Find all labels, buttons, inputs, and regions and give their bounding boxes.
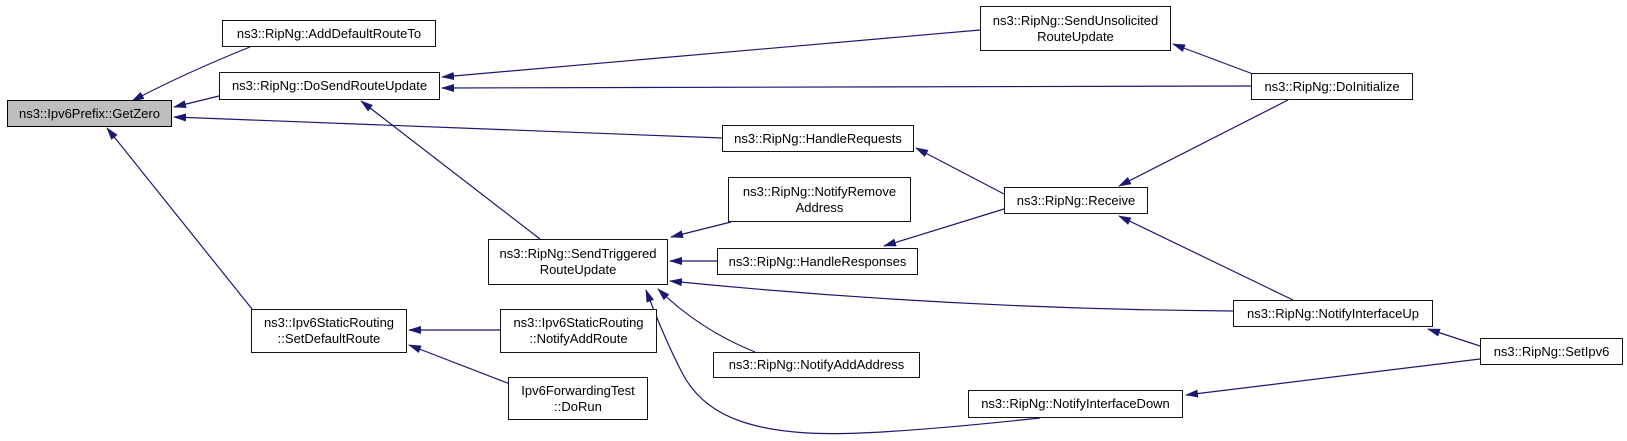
graph-node-dorun[interactable]: Ipv6ForwardingTest ::DoRun [508,377,648,420]
graph-node-receive[interactable]: ns3::RipNg::Receive [1004,187,1148,214]
graph-node-notifydown[interactable]: ns3::RipNg::NotifyInterfaceDown [968,390,1183,418]
edge-notifyremove-to-sendtrig [670,221,732,238]
edge-dosend-to-getzero [173,95,220,109]
graph-node-notifyaddroute[interactable]: ns3::Ipv6StaticRouting ::NotifyAddRoute [500,309,657,353]
edge-sendtrig-to-dosend [360,100,541,240]
edge-dorun-to-setdefault [408,344,511,385]
graph-node-setipv6[interactable]: ns3::RipNg::SetIpv6 [1480,338,1623,365]
edge-setipv6-to-notifyup [1427,328,1481,347]
edge-notifyaddaddr-to-sendtrig [657,288,756,353]
graph-node-handlereq[interactable]: ns3::RipNg::HandleRequests [722,125,914,152]
graph-node-notifyremove[interactable]: ns3::RipNg::NotifyRemove Address [728,177,911,222]
edge-receive-to-handlereq [915,147,1005,195]
graph-node-dosend[interactable]: ns3::RipNg::DoSendRouteUpdate [219,72,440,100]
edge-receive-to-handleresp [883,208,1005,247]
graph-node-handleresp[interactable]: ns3::RipNg::HandleResponses [717,248,918,275]
graph-node-setdefault[interactable]: ns3::Ipv6StaticRouting ::SetDefaultRoute [251,309,407,353]
graph-node-sendunsol[interactable]: ns3::RipNg::SendUnsolicited RouteUpdate [980,6,1171,51]
graph-node-sendtrig[interactable]: ns3::RipNg::SendTriggered RouteUpdate [488,239,668,285]
graph-node-notifyup[interactable]: ns3::RipNg::NotifyInterfaceUp [1233,300,1433,327]
edge-adddefault-to-getzero [131,46,251,102]
edge-doinit-to-receive [1118,99,1289,187]
edge-notifyup-to-receive [1118,215,1294,301]
edge-setipv6-to-notifydown [1185,358,1481,398]
edge-notifyup-to-sendtrig [669,278,1234,312]
edge-doinit-to-sendunsol [1172,43,1254,75]
graph-node-notifyaddaddr[interactable]: ns3::RipNg::NotifyAddAddress [713,352,920,378]
edge-sendunsol-to-dosend [441,29,981,80]
graph-node-doinit[interactable]: ns3::RipNg::DoInitialize [1251,73,1413,100]
edge-notifydown-to-sendtrig [645,289,1041,435]
edge-doinit-to-dosend [441,83,1252,92]
edge-setdefault-to-getzero [106,127,253,310]
graph-node-adddefault[interactable]: ns3::RipNg::AddDefaultRouteTo [222,20,436,47]
edge-handlereq-to-getzero [173,113,723,139]
graph-node-getzero: ns3::Ipv6Prefix::GetZero [7,100,172,127]
